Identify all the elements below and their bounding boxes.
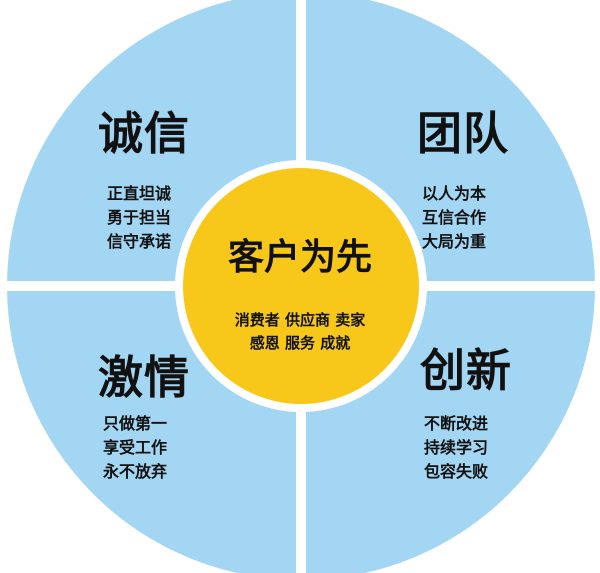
list-item: 持续学习 bbox=[424, 438, 489, 457]
list-item: 享受工作 bbox=[103, 438, 168, 457]
list-item: 包容失败 bbox=[424, 462, 489, 481]
quadrant-list-bottom-left: 只做第一 享受工作 永不放弃 bbox=[103, 412, 167, 484]
quadrant-list-top-right: 以人为本 互信合作 大局为重 bbox=[422, 182, 486, 254]
list-item: 勇于担当 bbox=[107, 208, 172, 227]
quadrant-list-bottom-right: 不断改进 持续学习 包容失败 bbox=[424, 412, 488, 484]
list-item: 正直坦诚 bbox=[107, 184, 172, 203]
quadrant-list-top-left: 正直坦诚 勇于担当 信守承诺 bbox=[107, 182, 171, 254]
list-item: 不断改进 bbox=[424, 414, 489, 433]
list-item: 信守承诺 bbox=[107, 232, 172, 251]
quadrant-title-top-left: 诚信 bbox=[98, 107, 191, 160]
list-item: 只做第一 bbox=[103, 414, 168, 433]
center-title: 客户为先 bbox=[227, 237, 372, 278]
list-item: 永不放弃 bbox=[103, 462, 168, 481]
quadrant-title-bottom-right: 创新 bbox=[420, 344, 513, 397]
list-item: 以人为本 bbox=[422, 184, 487, 203]
quadrant-title-bottom-left: 激情 bbox=[98, 351, 191, 404]
center-circle bbox=[183, 168, 419, 404]
list-item: 大局为重 bbox=[422, 232, 487, 251]
list-item: 互信合作 bbox=[422, 208, 487, 227]
center-line-2: 感恩 服务 成就 bbox=[249, 334, 351, 352]
quadrant-title-top-right: 团队 bbox=[417, 107, 510, 160]
center-line-1: 消费者 供应商 卖家 bbox=[234, 311, 366, 329]
